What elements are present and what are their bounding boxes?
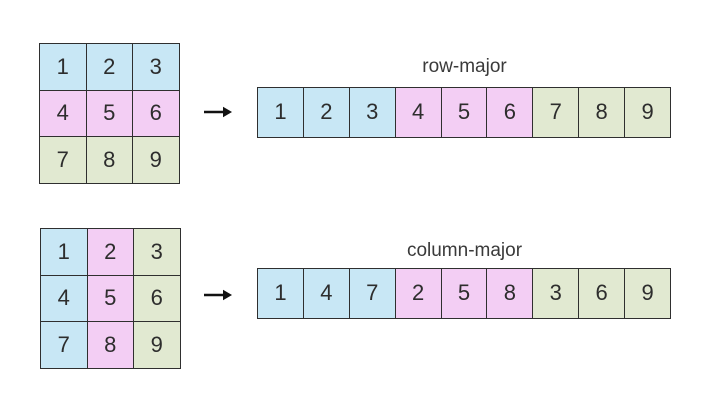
- matrix-cell: 9: [134, 322, 181, 369]
- matrix-cell: 3: [533, 269, 580, 319]
- matrix-cell: 7: [349, 269, 396, 319]
- matrix-cell: 6: [134, 275, 181, 322]
- matrix-cell: 4: [395, 88, 442, 138]
- matrix-cell: 8: [86, 137, 133, 184]
- matrix-cell: 5: [86, 90, 133, 137]
- matrix-cell: 1: [258, 88, 304, 138]
- matrix-cell: 2: [87, 229, 134, 276]
- matrix-cell: 2: [395, 269, 442, 319]
- right-arrow-icon: [204, 106, 232, 118]
- matrix-cell: 4: [40, 90, 87, 137]
- matrix-cell: 6: [133, 90, 180, 137]
- matrix-cell: 6: [579, 269, 626, 319]
- matrix-cell: 7: [41, 322, 88, 369]
- matrix-cell: 8: [87, 322, 134, 369]
- matrix-cell: 7: [533, 88, 580, 138]
- matrix-cell: 9: [625, 269, 672, 319]
- matrix-cell: 8: [487, 269, 534, 319]
- matrix-cell: 6: [487, 88, 534, 138]
- matrix-cell: 4: [41, 275, 88, 322]
- matrix-cell: 7: [40, 137, 87, 184]
- column-major-label: column-major: [406, 240, 523, 261]
- matrix-cell: 9: [133, 137, 180, 184]
- matrix-cell: 5: [441, 269, 488, 319]
- matrix-cell: 5: [87, 275, 134, 322]
- matrix-cell: 3: [134, 229, 181, 276]
- right-arrow-icon: [204, 289, 232, 301]
- matrix-cell: 8: [579, 88, 626, 138]
- matrix-cell: 5: [441, 88, 488, 138]
- matrix-cell: 1: [258, 269, 304, 319]
- row-major-label: row-major: [422, 56, 507, 77]
- matrix-cell: 1: [40, 44, 87, 91]
- matrix-cell: 3: [349, 88, 396, 138]
- matrix-cell: 4: [303, 269, 350, 319]
- matrix-cell: 1: [41, 229, 88, 276]
- matrix-cell: 9: [625, 88, 672, 138]
- matrix-cell: 2: [86, 44, 133, 91]
- matrix-cell: 3: [133, 44, 180, 91]
- matrix-cell: 2: [303, 88, 350, 138]
